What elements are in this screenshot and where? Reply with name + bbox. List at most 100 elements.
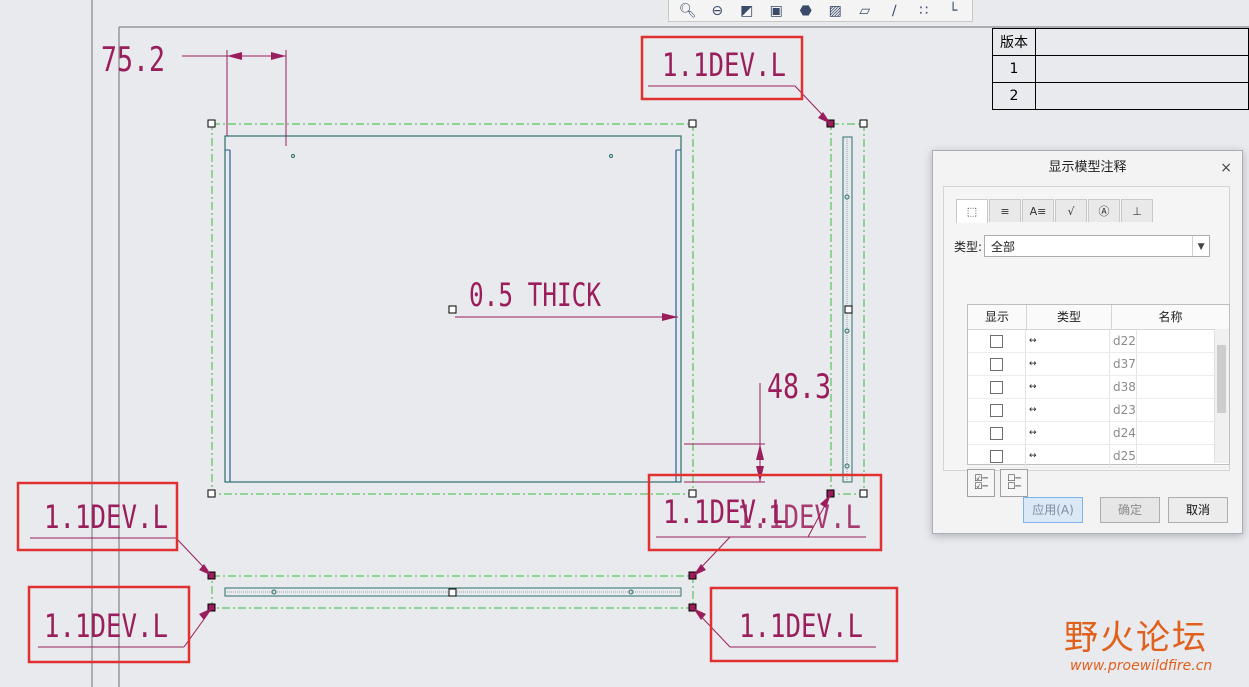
dim-48-text: 48.3 [767,367,831,407]
dimension-type-icon: ↔ [1026,399,1110,421]
select-all-button[interactable]: ☑─☑─ [967,469,995,497]
note-thick-text: 0.5 THICK [469,276,602,314]
chevron-down-icon[interactable]: ▼ [1192,236,1209,256]
dimension-type-icon: ↔ [1026,422,1110,444]
revision-header: 版本 [992,28,1036,56]
table-row[interactable]: ↔ d24 [968,422,1229,445]
forum-watermark: 野火论坛 www.proewildfire.cn [1064,610,1212,674]
dev-note-overlap-text-b: 1.1DEV.L [737,498,861,536]
ok-button[interactable]: 确定 [1100,497,1160,523]
display-style-icon[interactable]: ▨ [828,2,842,19]
show-checkbox[interactable] [990,380,1003,394]
saved-views-icon[interactable]: ⬣ [799,2,812,19]
dimension-type-icon: ↔ [1026,445,1110,467]
close-icon[interactable]: × [1220,160,1232,176]
table-header: 显示 类型 名称 [968,305,1229,330]
annotation-name: d23 [1110,399,1137,421]
watermark-url: www.proewildfire.cn [1070,658,1213,674]
dev-note-left-upper[interactable]: 1.1DEV.L [16,481,213,577]
annotation-table: 显示 类型 名称 ↔ d22 ↔ d37 ↔ d38 ↔ [967,304,1230,468]
gtol-icon: ≡ [1000,204,1010,218]
refit-icon[interactable]: ◩ [740,2,754,19]
table-row[interactable]: ↔ d22 [968,330,1229,353]
tab-symbols[interactable]: Ⓐ [1088,199,1120,222]
table-row[interactable]: ↔ d25 [968,445,1229,468]
show-checkbox[interactable] [990,426,1003,440]
dimension-type-icon: ↔ [1026,376,1110,398]
annotation-name: d22 [1110,330,1137,352]
dialog-titlebar[interactable]: 显示模型注释 × [933,151,1242,185]
watermark-brand: 野火论坛 [1064,618,1208,658]
dim-75-text: 75.2 [101,40,165,80]
tab-notes[interactable]: A≡ [1022,199,1054,222]
annotation-name: d38 [1110,376,1137,398]
type-row: 类型: 全部 ▼ [954,235,1211,257]
view-boundary-bottom[interactable] [211,575,694,609]
view-toolbar: 🔍︎ ⊖ ◩ ▣ ⬣ ▨ ▱ ∕ ∷ └ [668,0,973,22]
surface-finish-icon: √ [1067,204,1075,218]
note-thickness[interactable]: 0.5 THICK [455,276,678,321]
highlight-box [27,585,191,664]
show-model-annotations-dialog: 显示模型注释 × ⬚ ≡ A≡ √ Ⓐ ⊥ 类型: 全部 ▼ 显示 类型 名称 [932,150,1243,534]
revision-row: 1 [992,55,1036,83]
cancel-button[interactable]: 取消 [1168,497,1228,523]
datum-planes-icon[interactable]: ▱ [859,2,871,19]
column-header-show[interactable]: 显示 [968,305,1027,329]
highlight-box [16,481,179,552]
scrollbar-thumb[interactable] [1217,345,1226,413]
show-checkbox[interactable] [990,449,1003,463]
selection-buttons: ☑─☑─ ☐─☐─ [967,469,1033,497]
apply-button[interactable]: 应用(A) [1023,497,1083,523]
datum-points-icon[interactable]: ∷ [919,2,929,19]
dev-note-right-lower[interactable]: 1.1DEV.L [692,586,899,663]
dialog-panel: ⬚ ≡ A≡ √ Ⓐ ⊥ 类型: 全部 ▼ 显示 类型 名称 ↔ d22 [943,186,1230,497]
front-view-plate[interactable] [224,135,682,483]
dev-note-top[interactable]: 1.1DEV.L [640,35,832,125]
show-checkbox[interactable] [990,403,1003,417]
type-label: 类型: [954,239,983,254]
dev-note-left-lower-text: 1.1DEV.L [44,607,168,645]
zoom-out-icon[interactable]: ⊖ [711,2,724,19]
tab-datums[interactable]: ⊥ [1121,199,1153,222]
table-scrollbar[interactable] [1214,329,1229,463]
selection-handles[interactable] [207,119,697,498]
highlight-box [709,586,899,663]
table-row[interactable]: ↔ d38 [968,376,1229,399]
coordinate-systems-icon[interactable]: └ [949,2,958,19]
datum-axes-icon[interactable]: ∕ [891,2,897,19]
column-header-type[interactable]: 类型 [1027,305,1112,329]
dimension-type-icon: ↔ [1026,353,1110,375]
dev-note-overlap-text-a: 1.1DEV.L [663,493,787,531]
column-header-name[interactable]: 名称 [1158,310,1183,324]
show-checkbox[interactable] [990,357,1003,371]
show-checkbox[interactable] [990,334,1003,348]
dev-note-left-upper-text: 1.1DEV.L [44,498,168,536]
revision-row: 2 [992,82,1036,110]
dev-note-left-lower[interactable]: 1.1DEV.L [27,585,213,664]
dimension-icon: ⬚ [966,205,978,218]
zoom-in-icon[interactable]: 🔍︎ [678,2,697,19]
dev-note-right-lower-text: 1.1DEV.L [739,607,863,645]
dimension-type-icon: ↔ [1026,330,1110,352]
note-icon: A≡ [1029,204,1047,218]
tab-gtol[interactable]: ≡ [989,199,1021,222]
dimension-75-2[interactable]: 75.2 [101,40,287,146]
type-select[interactable]: 全部 ▼ [984,235,1211,257]
dimension-48-3[interactable]: 48.3 [684,367,831,483]
dialog-title: 显示模型注释 [1048,160,1127,175]
view-orientation-icon[interactable]: ▣ [769,2,783,19]
highlight-box [640,35,804,101]
dev-note-overlap[interactable]: 1.1DEV.L 1.1DEV.L [647,473,883,577]
tab-surface-finish[interactable]: √ [1055,199,1087,222]
annotation-name: d25 [1110,445,1137,467]
view-boundary-side[interactable] [830,123,865,495]
table-row[interactable]: ↔ d23 [968,399,1229,422]
deselect-all-button[interactable]: ☐─☐─ [1000,469,1028,497]
annotation-name: d37 [1110,353,1137,375]
revision-table: 版本 1 2 [992,28,1249,110]
dev-note-top-text: 1.1DEV.L [662,46,786,84]
tab-dimensions[interactable]: ⬚ [956,199,988,223]
view-boundary-main[interactable] [211,123,694,495]
annotation-type-tabs: ⬚ ≡ A≡ √ Ⓐ ⊥ [956,199,1154,223]
table-row[interactable]: ↔ d37 [968,353,1229,376]
